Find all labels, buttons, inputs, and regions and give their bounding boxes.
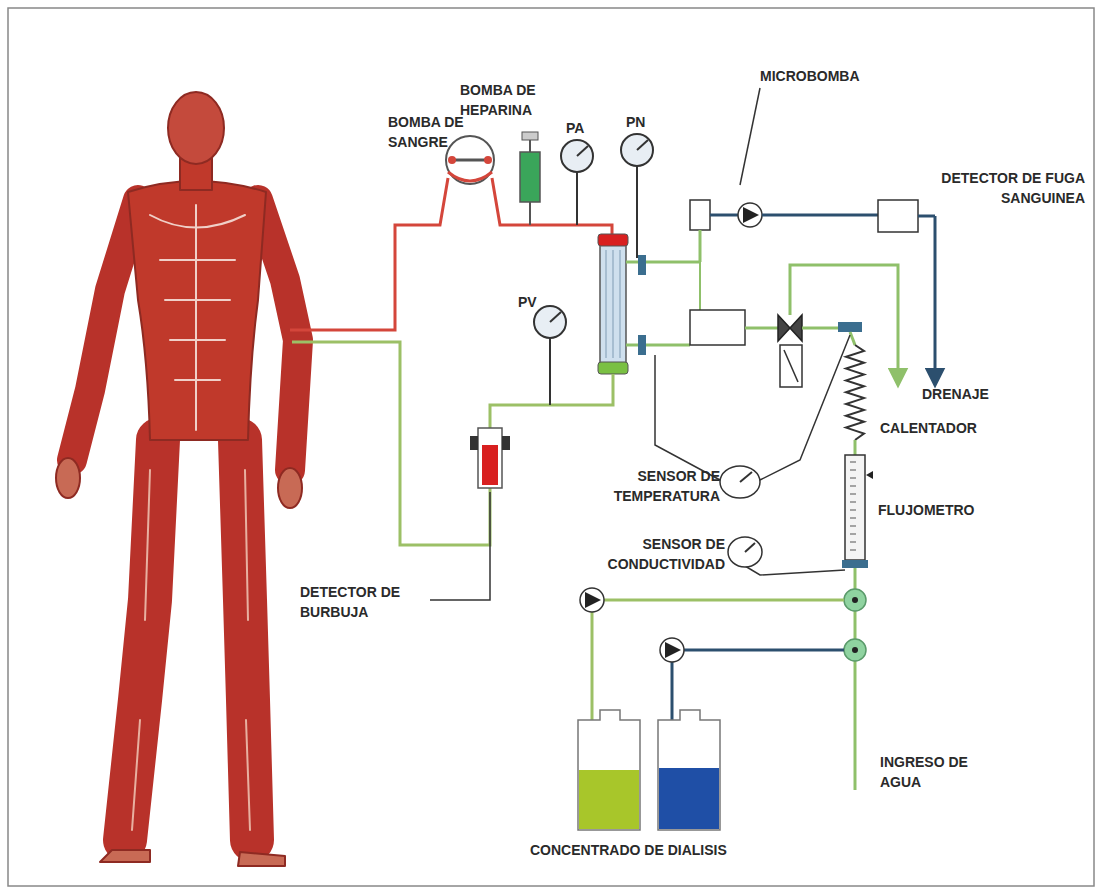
arterial-line: [492, 178, 612, 236]
mixing-junction: [844, 639, 866, 661]
pressure-gauge: [561, 140, 593, 225]
sensor-label: SENSOR DE CONDUCTIVIDAD: [540, 534, 725, 574]
pump-label: BOMBA DE SANGRE: [388, 112, 468, 152]
gauge-label: PV: [518, 292, 548, 312]
heater-coil: [846, 345, 864, 440]
flowmeter-label: FLUJOMETRO: [878, 500, 998, 520]
gauge-label: PA: [566, 118, 596, 138]
pressure-gauge: [534, 306, 566, 405]
concentrate-pump: [580, 588, 684, 662]
arterial-line: [290, 178, 448, 330]
filter-box: [690, 200, 710, 230]
micro-pump: [738, 203, 762, 227]
flowmeter: [842, 455, 873, 568]
temperature-probe: [838, 322, 862, 332]
leader-line: [740, 88, 760, 185]
frame: [8, 8, 1094, 886]
sensor-label: SENSOR DE TEMPERATURA: [560, 466, 720, 506]
sensor-label: DETECTOR DE FUGA SANGUINEA: [895, 168, 1085, 208]
bubble-detector: [470, 428, 510, 488]
venous-line: [292, 342, 490, 545]
pump-label: MICROBOMBA: [760, 66, 880, 86]
blood-leak-detector: [878, 200, 918, 232]
pump-label: BOMBA DE HEPARINA: [460, 80, 560, 120]
heater-label: CALENTADOR: [880, 418, 1000, 438]
conductivity-gauge: [728, 537, 845, 575]
flow-box: [690, 310, 745, 345]
heparin-syringe: [520, 132, 540, 225]
gauge-label: PN: [626, 112, 656, 132]
drain-label: DRENAJE: [922, 384, 1022, 404]
concentrate-bottle: [658, 710, 720, 830]
bottle-label: CONCENTRADO DE DIALISIS: [530, 840, 770, 860]
venous-line: [490, 374, 613, 428]
bypass-valve: [778, 315, 802, 387]
inlet-label: INGRESO DE AGUA: [880, 752, 970, 792]
human-figure: [56, 92, 302, 866]
leader-line: [430, 492, 490, 600]
concentrate-bottle: [578, 710, 640, 830]
sensor-label: DETECTOR DE BURBUJA: [300, 582, 425, 622]
dialyzer: [598, 234, 646, 374]
water-inlet: [854, 660, 857, 790]
mixing-junction: [844, 589, 866, 611]
blood-pump: [446, 136, 494, 184]
